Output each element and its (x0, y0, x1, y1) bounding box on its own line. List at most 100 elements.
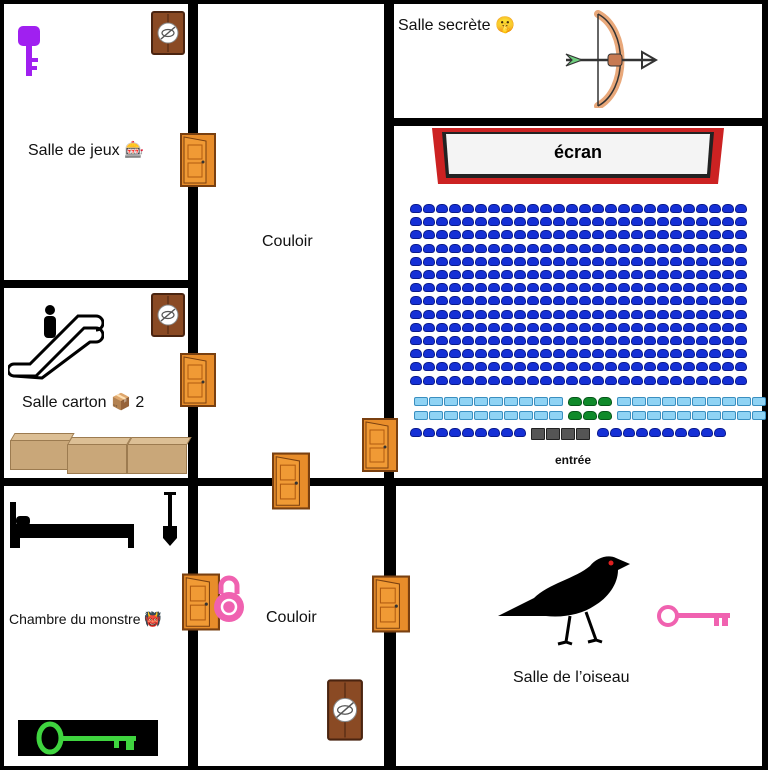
padlock-icon[interactable] (212, 574, 246, 624)
seat[interactable] (579, 349, 591, 359)
seat[interactable] (722, 243, 734, 253)
seat[interactable] (566, 283, 578, 293)
seat[interactable] (631, 309, 643, 319)
seat[interactable] (514, 296, 526, 306)
seat-light[interactable] (489, 411, 503, 420)
seat[interactable] (696, 217, 708, 227)
seat[interactable] (540, 243, 552, 253)
seat[interactable] (410, 243, 422, 253)
seat[interactable] (436, 256, 448, 266)
seat[interactable] (735, 296, 747, 306)
seat[interactable] (449, 362, 461, 372)
seat[interactable] (657, 204, 669, 213)
seat[interactable] (540, 270, 552, 279)
seat[interactable] (475, 243, 487, 253)
seat-light[interactable] (414, 397, 428, 406)
seat[interactable] (579, 230, 591, 240)
seat[interactable] (462, 375, 474, 385)
seat-light[interactable] (549, 411, 563, 420)
wheelchair-seat[interactable] (561, 428, 575, 440)
seat[interactable] (553, 217, 565, 227)
seat[interactable] (462, 428, 474, 437)
seat[interactable] (410, 256, 422, 266)
seat[interactable] (657, 375, 669, 385)
seat-light[interactable] (722, 397, 736, 406)
seat[interactable] (644, 309, 656, 319)
seat[interactable] (462, 256, 474, 266)
seat[interactable] (436, 204, 448, 213)
seat[interactable] (735, 204, 747, 213)
seat[interactable] (579, 362, 591, 372)
seat[interactable] (462, 296, 474, 306)
seat[interactable] (605, 204, 617, 213)
seat[interactable] (618, 256, 630, 266)
seat[interactable] (592, 256, 604, 266)
seat[interactable] (488, 362, 500, 372)
seat[interactable] (488, 349, 500, 359)
seat[interactable] (644, 243, 656, 253)
seat[interactable] (592, 217, 604, 227)
seat[interactable] (631, 336, 643, 345)
seat[interactable] (657, 362, 669, 372)
seat[interactable] (410, 296, 422, 306)
seat[interactable] (566, 230, 578, 240)
seat[interactable] (436, 349, 448, 359)
seat-light[interactable] (429, 411, 443, 420)
seat[interactable] (553, 230, 565, 240)
seat-light[interactable] (617, 411, 631, 420)
seat-vip[interactable] (568, 411, 582, 420)
seat[interactable] (514, 362, 526, 372)
seat[interactable] (696, 283, 708, 293)
seat[interactable] (657, 296, 669, 306)
seat[interactable] (644, 296, 656, 306)
seat[interactable] (735, 336, 747, 345)
seat-vip[interactable] (583, 411, 597, 420)
seat-light[interactable] (737, 397, 751, 406)
seat[interactable] (449, 322, 461, 332)
seat[interactable] (714, 428, 726, 437)
seat[interactable] (592, 349, 604, 359)
seat-light[interactable] (504, 397, 518, 406)
door-icon[interactable] (362, 418, 398, 472)
seat[interactable] (566, 349, 578, 359)
seat[interactable] (553, 362, 565, 372)
seat-light[interactable] (474, 411, 488, 420)
seat[interactable] (540, 362, 552, 372)
seat[interactable] (514, 283, 526, 293)
seat[interactable] (410, 362, 422, 372)
seat[interactable] (670, 362, 682, 372)
seat[interactable] (501, 283, 513, 293)
seat[interactable] (410, 428, 422, 437)
seat[interactable] (449, 243, 461, 253)
seat[interactable] (449, 204, 461, 213)
seat[interactable] (462, 349, 474, 359)
seat[interactable] (475, 204, 487, 213)
seat[interactable] (657, 230, 669, 240)
seat[interactable] (709, 283, 721, 293)
shovel-icon[interactable] (160, 490, 180, 548)
seat[interactable] (423, 217, 435, 227)
seat[interactable] (592, 204, 604, 213)
seat[interactable] (475, 217, 487, 227)
seat[interactable] (701, 428, 713, 437)
seat[interactable] (675, 428, 687, 437)
seat[interactable] (501, 428, 513, 437)
seat[interactable] (722, 296, 734, 306)
seat[interactable] (644, 217, 656, 227)
seat[interactable] (514, 256, 526, 266)
seat[interactable] (618, 230, 630, 240)
seat[interactable] (605, 217, 617, 227)
seat[interactable] (649, 428, 661, 437)
seat[interactable] (449, 217, 461, 227)
seat[interactable] (475, 336, 487, 345)
seat[interactable] (540, 217, 552, 227)
seat[interactable] (540, 204, 552, 213)
seat[interactable] (623, 428, 635, 437)
seat[interactable] (735, 256, 747, 266)
seat[interactable] (449, 283, 461, 293)
seat-light[interactable] (707, 397, 721, 406)
seat[interactable] (735, 283, 747, 293)
seat[interactable] (449, 336, 461, 345)
seat[interactable] (436, 243, 448, 253)
seat[interactable] (488, 322, 500, 332)
